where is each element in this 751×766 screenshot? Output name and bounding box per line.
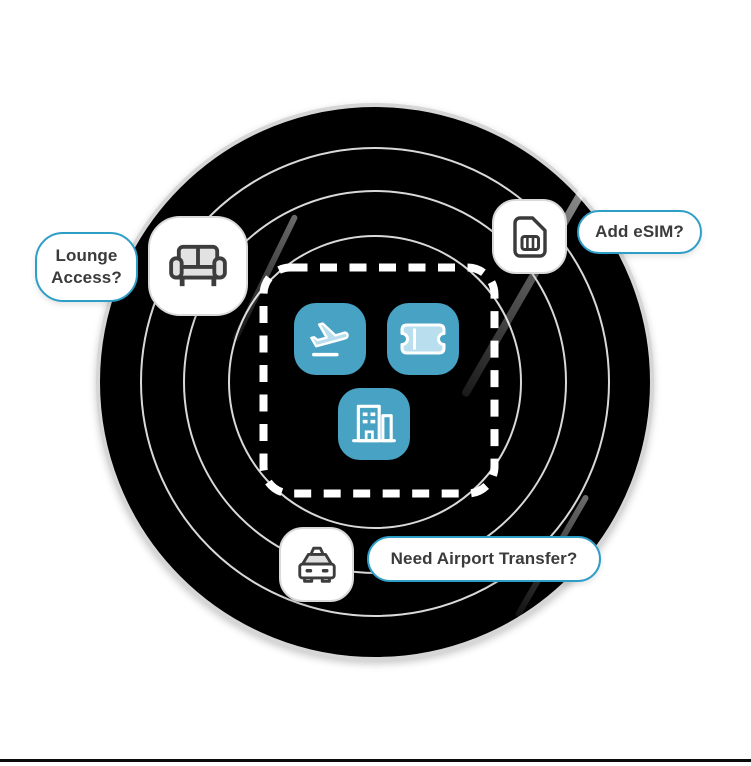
taxi-card[interactable] <box>279 527 354 602</box>
building-tile <box>338 388 410 460</box>
transfer-bubble-label: Need Airport Transfer? <box>390 548 578 568</box>
building-icon <box>352 404 396 443</box>
flight-takeoff-icon <box>310 322 349 357</box>
esim-bubble-label: Add eSIM? <box>595 221 684 241</box>
lounge-card[interactable] <box>148 216 248 316</box>
sim-card-icon <box>512 215 547 258</box>
ticket-tile <box>387 303 459 375</box>
flight-tile <box>294 303 366 375</box>
bottom-divider <box>0 759 751 762</box>
dashed-selection-box <box>259 263 499 498</box>
esim-card[interactable] <box>492 199 567 274</box>
taxi-icon <box>297 546 336 583</box>
esim-bubble[interactable]: Add eSIM? <box>577 210 702 254</box>
ticket-icon <box>400 323 446 355</box>
lounge-bubble-label: Lounge Access? <box>51 245 122 287</box>
radar-ring-outer <box>140 147 610 617</box>
lounge-bubble[interactable]: Lounge Access? <box>35 232 138 302</box>
sofa-icon <box>169 244 227 287</box>
transfer-bubble[interactable]: Need Airport Transfer? <box>367 536 601 582</box>
